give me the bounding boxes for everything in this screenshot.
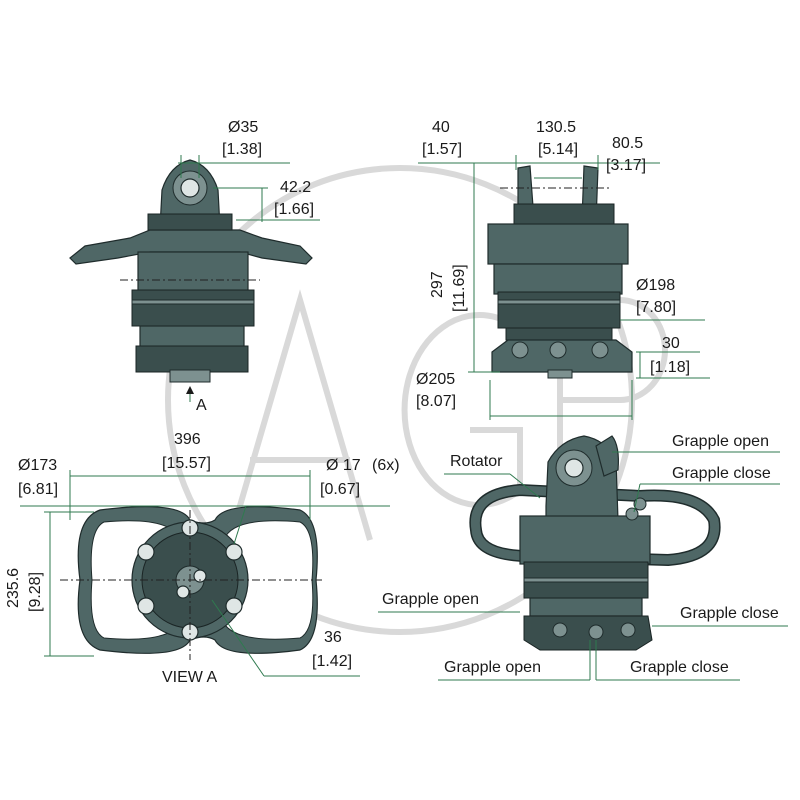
pin-diameter-mm: Ø35: [228, 119, 258, 136]
width-in: [15.57]: [162, 455, 211, 472]
side-dimensions: [418, 155, 710, 420]
view-arrow-label: A: [196, 397, 207, 414]
iso-view: [469, 435, 721, 651]
label-grapple-close-mid: Grapple close: [680, 605, 779, 622]
front-dimensions: [178, 155, 320, 402]
offset-mm: 36: [324, 629, 342, 646]
height-in: [11.69]: [451, 264, 468, 312]
body-diameter-in: [7.80]: [636, 299, 676, 316]
label-grapple-close-bottom: Grapple close: [630, 659, 729, 676]
holes-count: (6x): [372, 457, 400, 474]
bottom-height-in: [9.28]: [27, 572, 44, 612]
view-caption: VIEW A: [162, 669, 217, 686]
pin-height-mm: 42.2: [280, 179, 311, 196]
base-height-mm: 30: [662, 335, 680, 352]
pin-height-in: [1.66]: [274, 201, 314, 218]
dim-40-in: [1.57]: [422, 141, 462, 158]
bottom-dimensions: [20, 470, 390, 677]
body-diameter-mm: Ø198: [636, 277, 675, 294]
pin-diameter-in: [1.38]: [222, 141, 262, 158]
height-mm: 297: [429, 271, 446, 298]
label-grapple-open-top: Grapple open: [672, 433, 769, 450]
label-grapple-open-bottom: Grapple open: [444, 659, 541, 676]
flange-diameter-mm: Ø173: [18, 457, 57, 474]
holes-in: [0.67]: [320, 481, 360, 498]
label-grapple-open-mid: Grapple open: [382, 591, 479, 608]
base-diameter-mm: Ø205: [416, 371, 455, 388]
dim-80-mm: 80.5: [612, 135, 643, 152]
bottom-height-mm: 235.6: [5, 568, 22, 608]
offset-in: [1.42]: [312, 653, 352, 670]
label-grapple-close-top: Grapple close: [672, 465, 771, 482]
dim-80-in: [3.17]: [606, 157, 646, 174]
dim-130-mm: 130.5: [536, 119, 576, 136]
dim-130-in: [5.14]: [538, 141, 578, 158]
side-view: [487, 165, 633, 379]
label-rotator: Rotator: [450, 453, 503, 470]
width-mm: 396: [174, 431, 201, 448]
flange-diameter-in: [6.81]: [18, 481, 58, 498]
dim-40-mm: 40: [432, 119, 450, 136]
base-diameter-in: [8.07]: [416, 393, 456, 410]
base-height-in: [1.18]: [650, 359, 690, 376]
bottom-view: [60, 506, 322, 660]
front-view: [69, 159, 313, 383]
iso-leaders: [378, 451, 788, 681]
holes-mm: Ø 17: [326, 457, 361, 474]
